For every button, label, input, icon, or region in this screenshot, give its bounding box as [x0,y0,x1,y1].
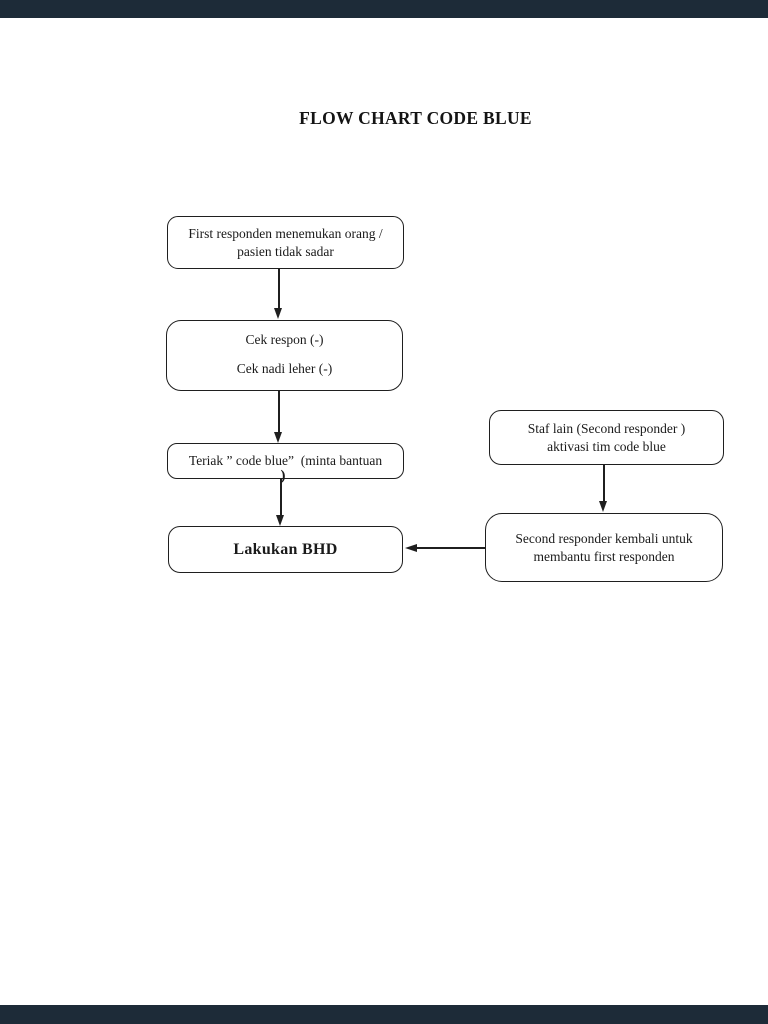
node-text-line: Second responder kembali untuk [515,530,693,546]
arrow-first-to-cek-line [278,269,280,310]
node-text-line: aktivasi tim code blue [547,438,666,454]
node-text-line: First responden menemukan orang / [188,225,383,241]
arrow-staf-to-second-line [603,465,605,502]
arrow-second-to-bhd-line [417,547,485,549]
page-title: FLOW CHART CODE BLUE [299,108,532,128]
viewer-letterbox-top [0,0,768,18]
node-text-line: membantu first responden [533,548,675,564]
flow-node-teriak-code-blue: Teriak ” code blue” (minta bantuan [167,443,404,479]
node-text-line: pasien tidak sadar [237,243,334,259]
node-text-line: Cek respon (-) [245,332,324,347]
flow-node-lakukan-bhd: Lakukan BHD [168,526,403,573]
flow-node-first-responden: First responden menemukan orang / pasien… [167,216,404,269]
arrow-left-icon [405,543,417,552]
arrow-down-icon [276,515,284,526]
arrow-cek-to-teriak-line [278,391,280,433]
node-text-line: Teriak ” code blue” (minta bantuan [188,453,383,468]
flow-node-staf-lain: Staf lain (Second responder ) aktivasi t… [489,410,724,465]
node-text-line: Cek nadi leher (-) [236,361,333,376]
arrow-down-icon [274,308,282,319]
node-text-line: Staf lain (Second responder ) [527,420,686,436]
flow-node-cek-respon: Cek respon (-) Cek nadi leher (-) [166,320,403,391]
node-text-line: Lakukan BHD [233,540,338,558]
viewer-letterbox-bottom [0,1005,768,1024]
overflow-paren-text: ) [280,468,286,484]
arrow-teriak-to-bhd-line [280,479,282,516]
flow-node-second-responder: Second responder kembali untuk membantu … [485,513,723,582]
arrow-down-icon [599,501,607,512]
arrow-down-icon [274,432,282,443]
